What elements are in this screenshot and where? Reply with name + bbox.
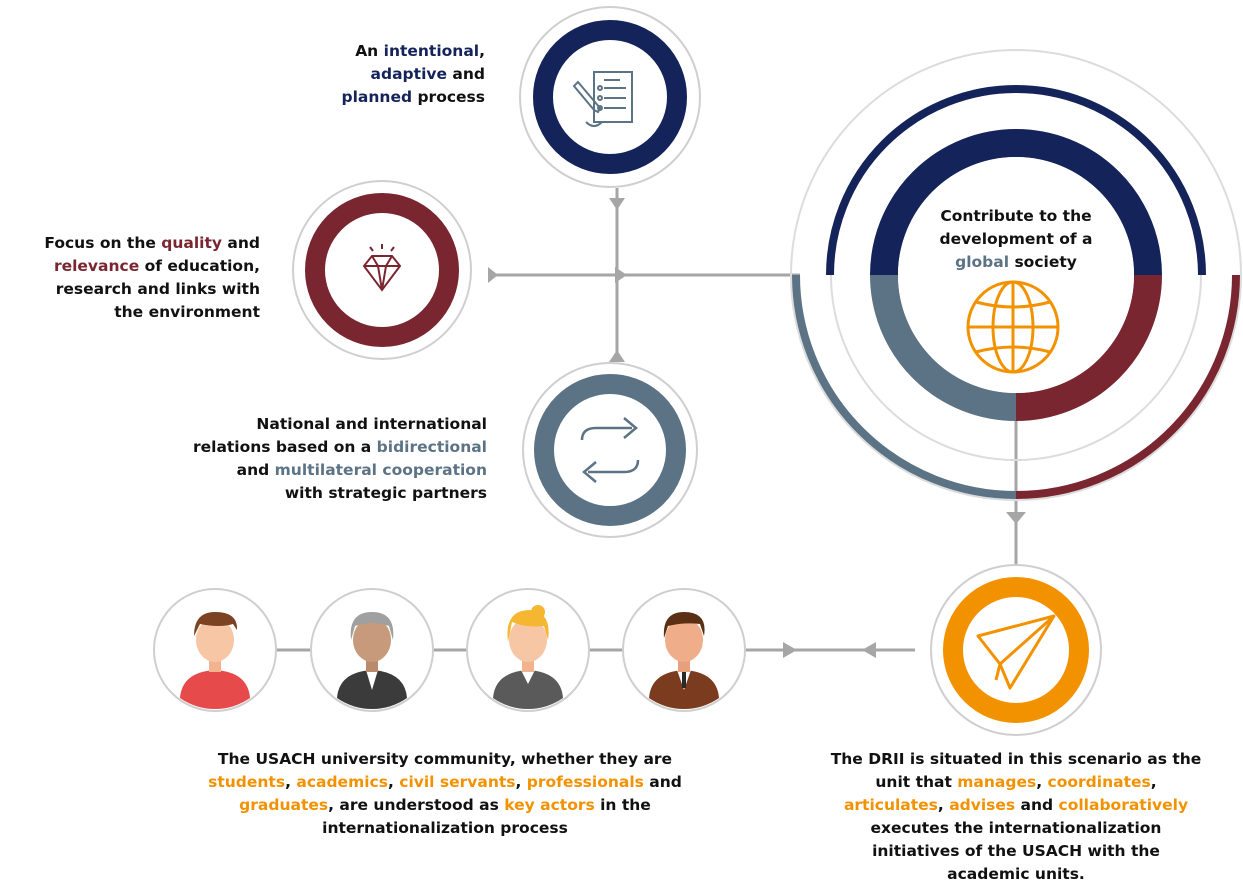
drii-sep2: ,	[1150, 773, 1157, 791]
process-text: An intentional, adaptive and planned pro…	[305, 40, 485, 109]
drii-word-advises: advises	[949, 796, 1016, 814]
relations-text: National and international relations bas…	[130, 413, 487, 505]
connector-arrowheads	[488, 198, 1026, 658]
community-word-students: students	[208, 773, 286, 791]
quality-line3: research and links with	[55, 280, 260, 298]
community-line3b: in the	[594, 796, 651, 814]
drii-word-collaboratively: collaboratively	[1058, 796, 1189, 814]
process-word-planned: planned	[341, 88, 413, 106]
quality-word-quality: quality	[161, 234, 222, 252]
drii-line1: The DRII is situated in this scenario as…	[830, 750, 1202, 768]
community-word-professionals: professionals	[526, 773, 644, 791]
diamond-icon	[362, 244, 402, 292]
paper-plane-icon	[976, 614, 1056, 690]
quality-line4: the environment	[114, 303, 260, 321]
community-line4: internationalization process	[322, 819, 568, 837]
process-word-and: and	[447, 65, 485, 83]
community-word-graduates: graduates	[239, 796, 329, 814]
person-academic-icon	[310, 588, 434, 712]
exchange-arrows-icon	[580, 417, 640, 483]
drii-word-manages: manages	[957, 773, 1037, 791]
goal-line2: development of a	[939, 230, 1093, 248]
person-civil-servant-icon	[466, 588, 590, 712]
community-word-academics: academics	[296, 773, 388, 791]
process-word-intentional: intentional	[383, 42, 480, 60]
quality-text: Focus on the quality and relevance of ed…	[4, 232, 260, 324]
relations-word-bidirectional: bidirectional	[376, 438, 487, 456]
relations-line3a: and	[236, 461, 275, 479]
drii-line4: executes the internationalization	[870, 819, 1162, 837]
relations-circle	[522, 362, 698, 538]
process-word-adaptive: adaptive	[370, 65, 447, 83]
community-line3a: , are understood as	[328, 796, 505, 814]
checklist-icon	[572, 71, 633, 127]
drii-word-articulates: articulates	[843, 796, 938, 814]
quality-line2: of education,	[139, 257, 260, 275]
community-sep4: and	[643, 773, 682, 791]
person-student-icon	[153, 588, 277, 712]
globe-icon	[966, 280, 1060, 374]
process-word-an: An	[355, 42, 384, 60]
community-sep3: ,	[515, 773, 527, 791]
goal-line3b: society	[1009, 253, 1077, 271]
community-word-key-actors: key actors	[504, 796, 595, 814]
drii-line6: academic units.	[947, 865, 1085, 883]
drii-word-coordinates: coordinates	[1047, 773, 1151, 791]
goal-word-global: global	[955, 253, 1010, 271]
person-professional-icon	[622, 588, 746, 712]
goal-text: Contribute to the development of a globa…	[900, 205, 1132, 274]
relations-line4: with strategic partners	[284, 484, 487, 502]
relations-line1: National and international	[256, 415, 487, 433]
drii-sep4: and	[1015, 796, 1059, 814]
drii-sep1: ,	[1036, 773, 1048, 791]
quality-line1b: and	[222, 234, 260, 252]
quality-line1a: Focus on the	[44, 234, 162, 252]
community-sep2: ,	[387, 773, 400, 791]
community-line1: The USACH university community, whether …	[217, 750, 673, 768]
relations-word-multilateral: multilateral cooperation	[274, 461, 487, 479]
goal-line1: Contribute to the	[940, 207, 1092, 225]
drii-line2a: unit that	[875, 773, 958, 791]
relations-line2a: relations based on a	[192, 438, 377, 456]
community-sep1: ,	[285, 773, 297, 791]
process-word-process: process	[412, 88, 485, 106]
community-word-civil-servants: civil servants	[399, 773, 516, 791]
quality-circle	[292, 180, 472, 360]
drii-line5: initiatives of the USACH with the	[872, 842, 1160, 860]
drii-text: The DRII is situated in this scenario as…	[792, 748, 1240, 886]
community-text: The USACH university community, whether …	[160, 748, 730, 840]
quality-word-relevance: relevance	[53, 257, 140, 275]
process-comma: ,	[479, 42, 485, 60]
drii-sep3: ,	[937, 796, 950, 814]
goal-circle	[790, 49, 1242, 501]
